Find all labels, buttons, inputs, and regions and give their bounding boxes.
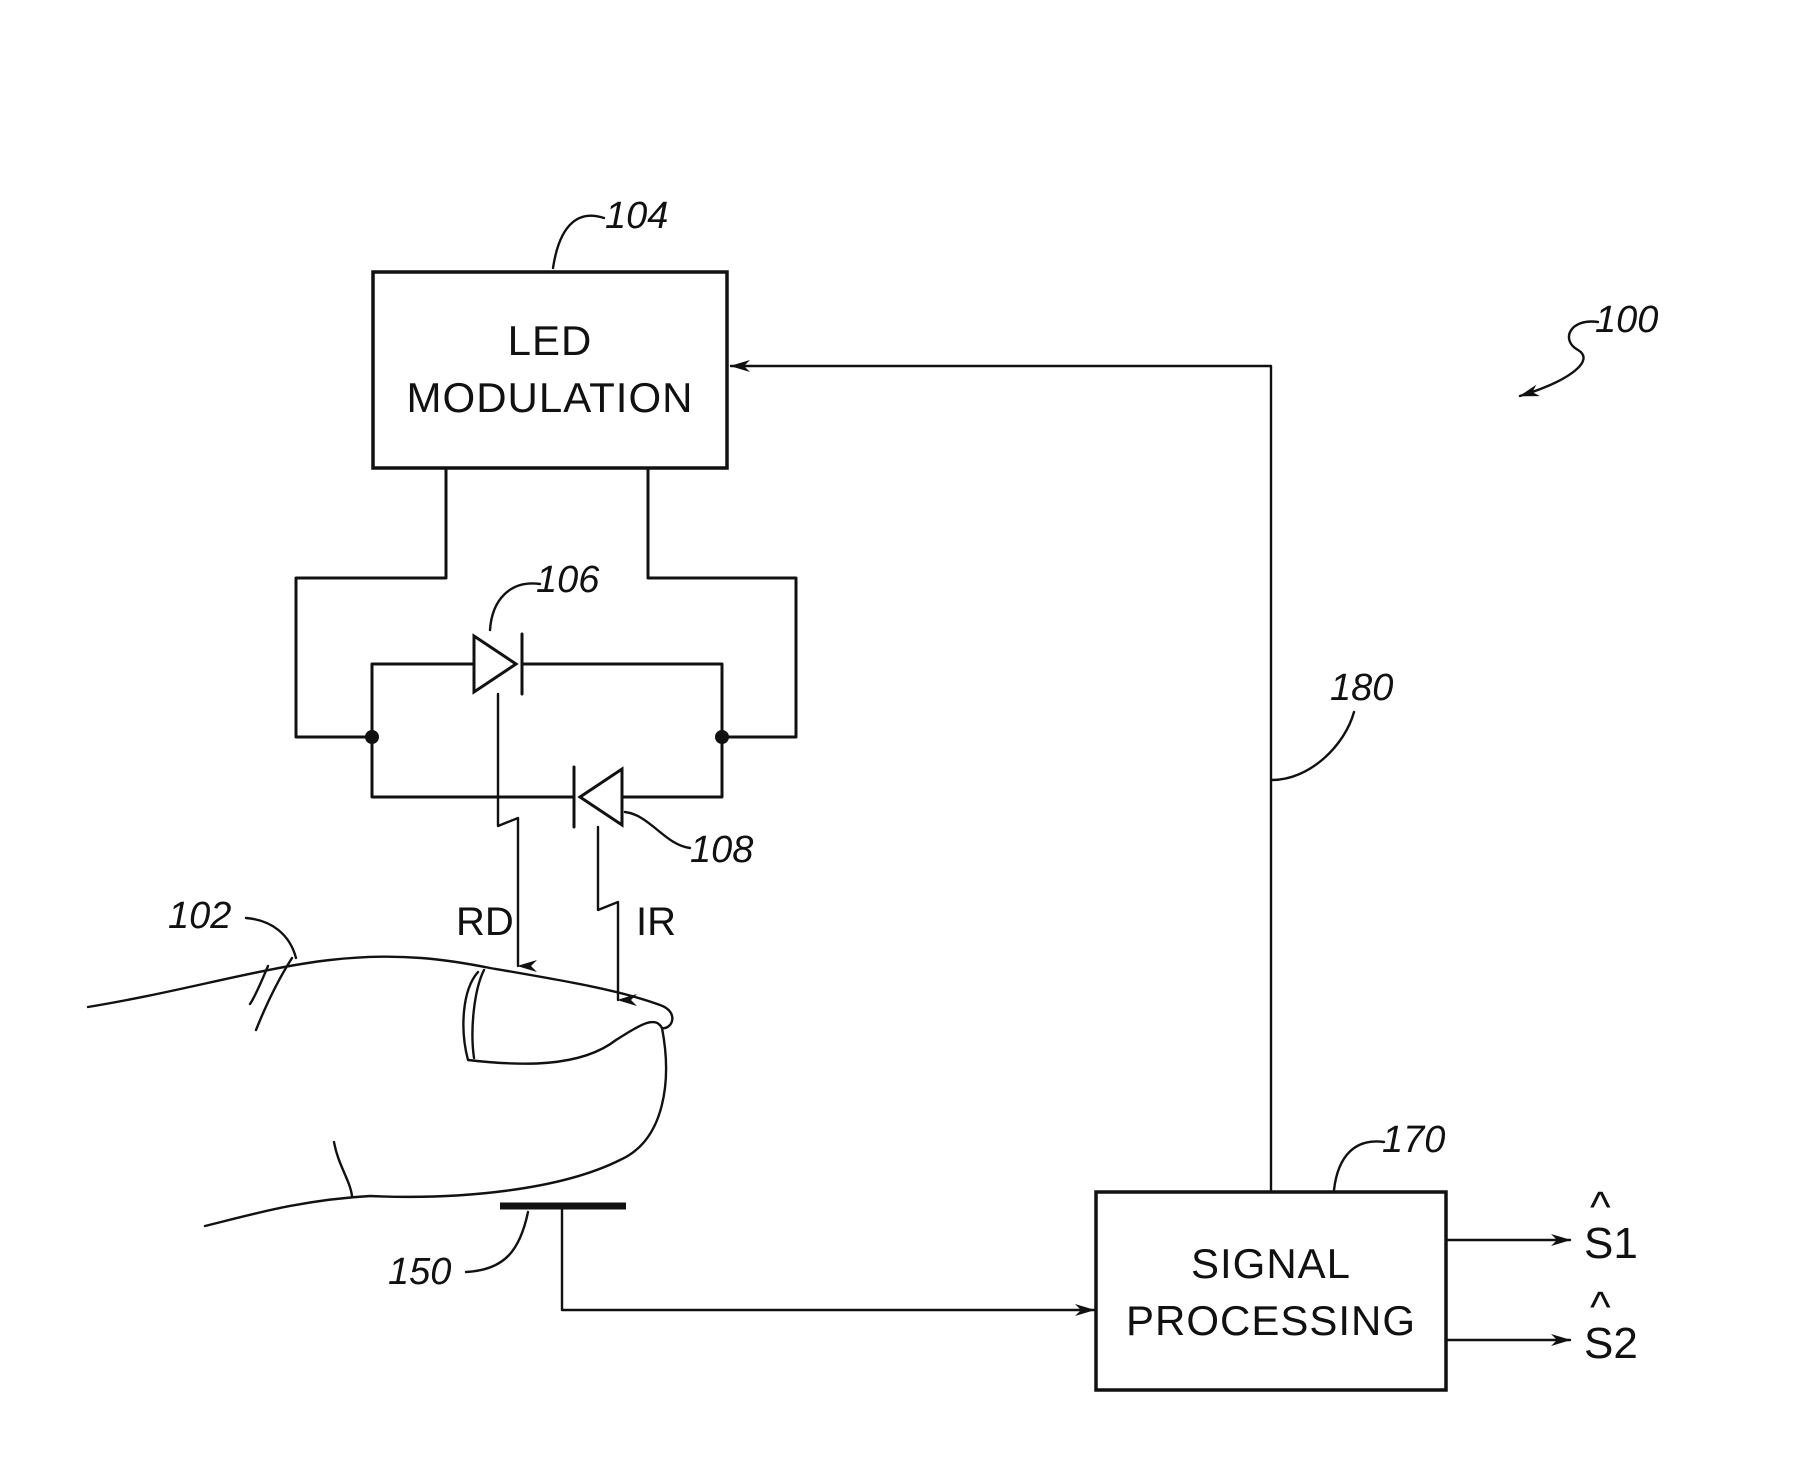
led-modulation-ref: 104	[605, 195, 668, 237]
output-1-label: S1	[1584, 1219, 1638, 1268]
lower-crease	[334, 1142, 352, 1196]
red-led-ref: 106	[536, 559, 600, 601]
finger-top-outline	[88, 957, 672, 1028]
light-rays: RD IR	[456, 694, 676, 1000]
feedback-ref: 180	[1330, 667, 1393, 709]
ir-led-wire-right	[622, 737, 722, 797]
fingernail-edge	[472, 970, 484, 1058]
right-junction-dot	[715, 730, 729, 744]
red-led-leader	[490, 583, 540, 630]
system-ref-arrow	[1520, 322, 1598, 396]
led-modulation-leader	[553, 216, 604, 268]
output-2-label: S2	[1584, 1319, 1638, 1368]
system-ref-label: 100	[1595, 299, 1658, 341]
finger-ref: 102	[168, 895, 231, 937]
signal-processing-line2: PROCESSING	[1126, 1297, 1416, 1344]
led-modulation-box	[373, 272, 727, 468]
outputs: ^ S1 ^ S2	[1446, 1183, 1638, 1368]
signal-processing-box	[1096, 1192, 1446, 1390]
feedback-path: 180	[731, 366, 1393, 1192]
ir-led-wire-left	[372, 737, 572, 797]
left-junction-dot	[365, 730, 379, 744]
led-drive-wiring	[296, 468, 796, 797]
detector-ref: 150	[388, 1251, 451, 1293]
signal-processing-ref: 170	[1382, 1119, 1445, 1161]
red-light-label: RD	[456, 900, 514, 944]
red-led-wire-left	[372, 664, 474, 737]
detector-leader	[466, 1212, 528, 1272]
feedback-leader	[1272, 712, 1354, 780]
led-modulation-block: LED MODULATION 104	[373, 195, 727, 468]
ir-led: 108	[574, 767, 753, 871]
ir-led-ref: 108	[690, 829, 753, 871]
detector: 150	[388, 1206, 1094, 1310]
led-modulation-line1: LED	[508, 317, 593, 364]
finger: 102	[88, 895, 672, 1226]
finger-bottom-outline	[205, 1028, 666, 1226]
system-reference: 100	[1520, 299, 1658, 396]
led-modulation-line2: MODULATION	[407, 374, 694, 421]
fingernail-outline	[463, 972, 662, 1064]
detector-to-signal-processing	[562, 1206, 1094, 1310]
red-led-wire-right	[522, 664, 722, 737]
signal-processing-leader	[1334, 1141, 1384, 1190]
feedback-line	[731, 366, 1271, 1192]
ir-light-label: IR	[636, 900, 676, 944]
red-led: 106	[474, 559, 600, 694]
ir-light-ray	[598, 827, 618, 1000]
red-led-triangle-icon	[474, 636, 516, 692]
ir-led-leader	[625, 812, 690, 848]
finger-leader	[246, 918, 296, 958]
ir-led-triangle-icon	[580, 769, 622, 825]
signal-processing-line1: SIGNAL	[1191, 1240, 1351, 1287]
